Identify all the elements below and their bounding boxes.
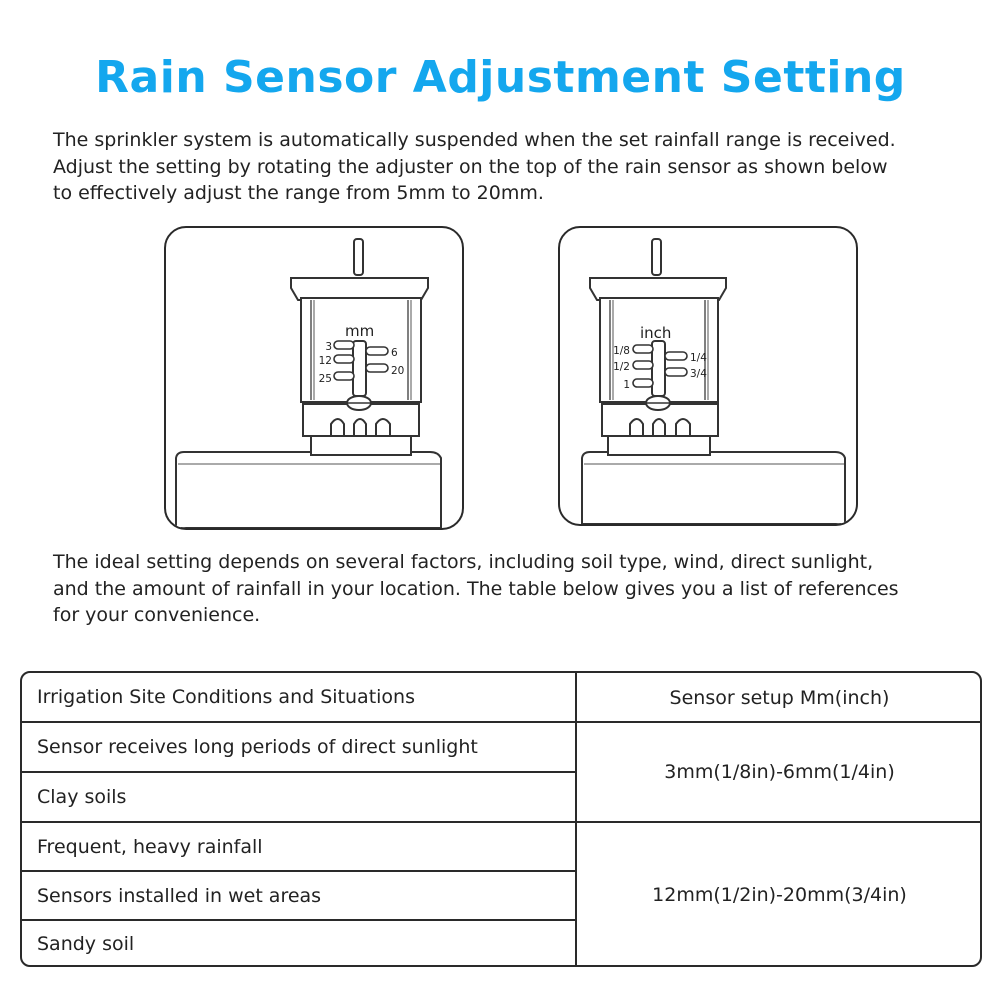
group-divider <box>22 821 980 823</box>
inch-right-label: 3/4 <box>690 368 707 380</box>
intro-line-1: The sprinkler system is automatically su… <box>53 129 896 151</box>
setup-group-low: 3mm(1/8in)-6mm(1/4in) <box>664 761 895 783</box>
row-divider <box>22 919 577 921</box>
column-divider <box>575 673 577 965</box>
table-header-conditions: Irrigation Site Conditions and Situation… <box>37 686 415 708</box>
mm-rain-sensor-illustration: mm 3 12 25 6 20 <box>175 238 442 528</box>
reference-table: Irrigation Site Conditions and Situation… <box>20 671 982 967</box>
inch-unit-label: inch <box>640 324 671 342</box>
mm-unit-label: mm <box>345 322 374 340</box>
mm-right-label: 6 <box>391 347 398 359</box>
table-row: Sandy soil <box>37 933 135 955</box>
row-divider <box>22 771 577 773</box>
mm-left-label: 12 <box>319 355 332 367</box>
factors-line-2: and the amount of rainfall in your locat… <box>53 577 899 600</box>
intro-line-3: to effectively adjust the range from 5mm… <box>53 182 544 204</box>
row-divider <box>22 870 577 872</box>
table-row: Sensor receives long periods of direct s… <box>37 736 478 758</box>
inch-rain-sensor-illustration: inch 1/8 1/2 1 1/4 3/4 <box>581 238 846 524</box>
mm-diagram-panel: mm 3 12 25 6 20 <box>164 226 464 530</box>
inch-left-label: 1 <box>623 379 630 391</box>
inch-right-label: 1/4 <box>690 352 707 364</box>
factors-line-1: The ideal setting depends on several fac… <box>53 551 874 573</box>
intro-paragraph: The sprinkler system is automatically su… <box>53 127 973 207</box>
page-title: Rain Sensor Adjustment Setting <box>95 52 906 103</box>
inch-diagram-panel: inch 1/8 1/2 1 1/4 3/4 <box>558 226 858 526</box>
header-divider <box>22 721 980 723</box>
inch-left-label: 1/2 <box>613 361 630 373</box>
table-row: Frequent, heavy rainfall <box>37 836 263 858</box>
factors-line-3: for your convenience. <box>53 604 261 626</box>
mm-right-label: 20 <box>391 365 404 377</box>
inch-left-label: 1/8 <box>613 345 630 357</box>
mm-left-label: 3 <box>325 341 332 353</box>
intro-line-2: Adjust the setting by rotating the adjus… <box>53 155 888 178</box>
table-header-setup: Sensor setup Mm(inch) <box>669 687 890 709</box>
factors-paragraph: The ideal setting depends on several fac… <box>53 549 983 629</box>
mm-left-label: 25 <box>319 373 332 385</box>
table-row: Clay soils <box>37 786 127 808</box>
setup-group-high: 12mm(1/2in)-20mm(3/4in) <box>652 884 907 906</box>
table-row: Sensors installed in wet areas <box>37 885 322 907</box>
